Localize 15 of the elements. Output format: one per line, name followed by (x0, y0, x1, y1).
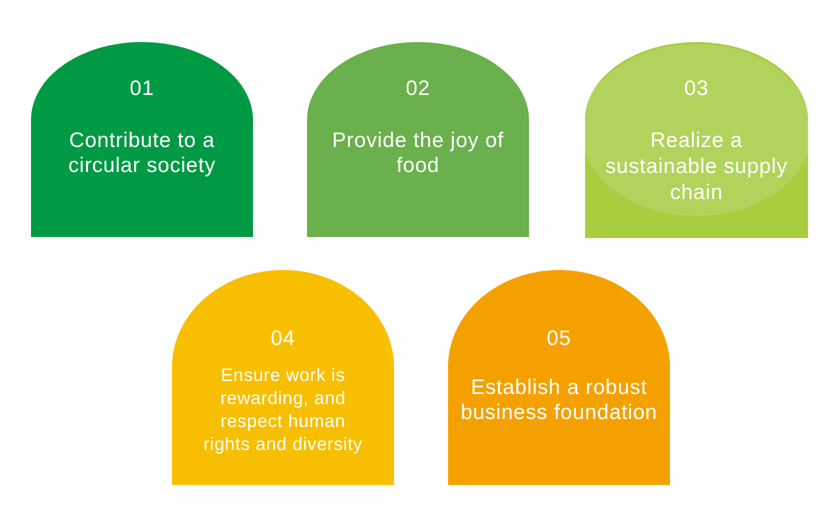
arch-card (172, 270, 394, 485)
goal-text: Establish a robust business foundation (460, 375, 658, 425)
arch-card (585, 42, 808, 238)
goal-text: Realize a sustainable supply chain (604, 128, 789, 206)
goal-text: Ensure work is rewarding, and respect human rights and diversity (202, 364, 364, 456)
arch-card (448, 270, 670, 485)
step-number: 05 (546, 328, 572, 349)
step-number: 01 (130, 78, 154, 99)
goal-text: Provide the joy of food (331, 128, 505, 178)
step-number: 03 (684, 78, 709, 99)
arch-card (307, 42, 529, 237)
arch-card (31, 42, 253, 237)
step-number: 02 (406, 78, 430, 99)
step-number: 04 (270, 328, 296, 349)
goal-text: Contribute to a circular society (67, 128, 217, 178)
